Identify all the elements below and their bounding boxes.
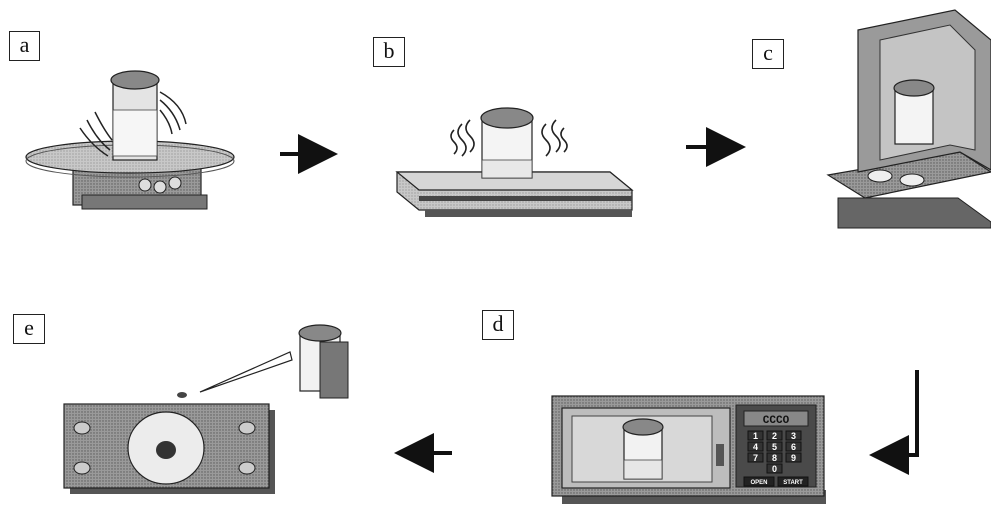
keypad-key-label: 2 [772, 431, 777, 441]
step-label-d: d [482, 310, 514, 340]
step-label-b: b [373, 37, 405, 67]
keypad-key [766, 463, 783, 474]
keypad-key [766, 441, 783, 452]
arrow-c-to-d [869, 370, 919, 475]
spinner-stirrer-icon [25, 70, 235, 210]
microwave-start-key [777, 476, 809, 487]
microwave-oven-icon: CCCO 1 2 3 4 5 6 7 8 9 0 OPEN START [551, 395, 826, 504]
keypad-key [785, 452, 802, 463]
keypad-key-label: 8 [772, 453, 777, 463]
drop-dispensing-plate-icon [63, 324, 349, 494]
microwave-keypad: 1 2 3 4 5 6 7 8 9 0 [743, 430, 809, 487]
keypad-key [747, 441, 764, 452]
keypad-key [785, 441, 802, 452]
keypad-key [766, 430, 783, 441]
keypad-key-label: 1 [753, 431, 758, 441]
microwave-display: CCCO [763, 415, 790, 427]
microwave-start-button: START [783, 480, 803, 486]
microwave-open-button: OPEN [750, 480, 767, 486]
step-label-e: e [13, 314, 45, 344]
step-label-c: c [752, 39, 784, 69]
microwave-open-key [743, 476, 775, 487]
analytical-balance-icon [826, 9, 991, 229]
hot-plate-heater-icon [395, 107, 634, 217]
keypad-key [785, 430, 802, 441]
keypad-key-label: 9 [791, 453, 796, 463]
keypad-key-label: 7 [753, 453, 758, 463]
keypad-key-label: 3 [791, 431, 796, 441]
keypad-key [747, 430, 764, 441]
keypad-key-label: 4 [753, 442, 758, 452]
keypad-key-label: 6 [791, 442, 796, 452]
keypad-key-label: 5 [772, 442, 777, 452]
keypad-key [766, 452, 783, 463]
step-label-a: a [9, 31, 40, 61]
keypad-key-label: 0 [772, 464, 777, 474]
keypad-key [747, 452, 764, 463]
